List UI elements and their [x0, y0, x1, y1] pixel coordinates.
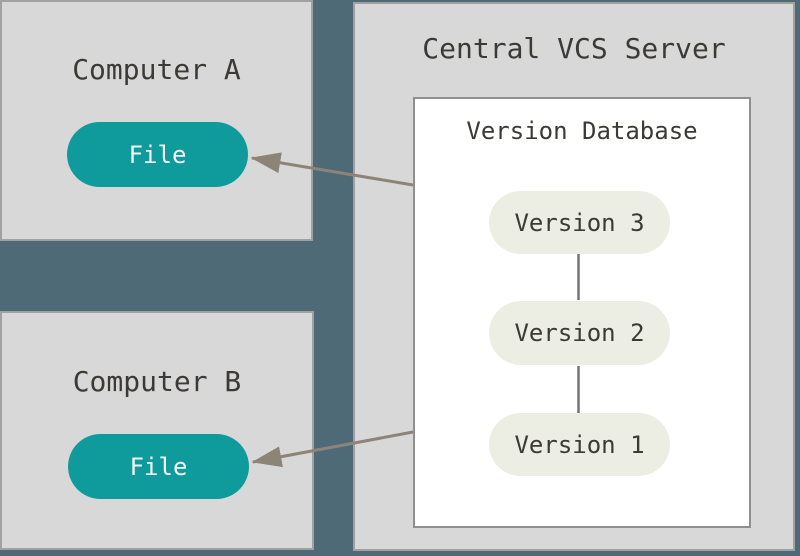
- version-database-panel: Version Database Version 3 Version 2 Ver…: [413, 97, 751, 528]
- central-vcs-server-title: Central VCS Server: [422, 32, 726, 65]
- version-2-node: Version 2: [489, 301, 670, 365]
- computer-b-file-node: File: [68, 434, 249, 499]
- computer-b-title: Computer B: [72, 365, 242, 398]
- version-database-title: Version Database: [466, 117, 698, 145]
- central-vcs-server-panel: Central VCS Server Version Database Vers…: [353, 2, 795, 551]
- computer-a-title: Computer A: [72, 53, 241, 86]
- computer-a-file-node: File: [67, 122, 248, 187]
- computer-a-panel: Computer A File: [0, 0, 313, 241]
- version-3-label: Version 3: [514, 208, 645, 237]
- computer-a-file-label: File: [128, 140, 187, 169]
- version-1-node: Version 1: [489, 413, 670, 476]
- computer-b-panel: Computer B File: [0, 311, 314, 550]
- version-1-label: Version 1: [514, 430, 645, 459]
- version-2-label: Version 2: [514, 319, 645, 347]
- computer-b-file-label: File: [129, 452, 188, 481]
- version-3-node: Version 3: [489, 191, 670, 254]
